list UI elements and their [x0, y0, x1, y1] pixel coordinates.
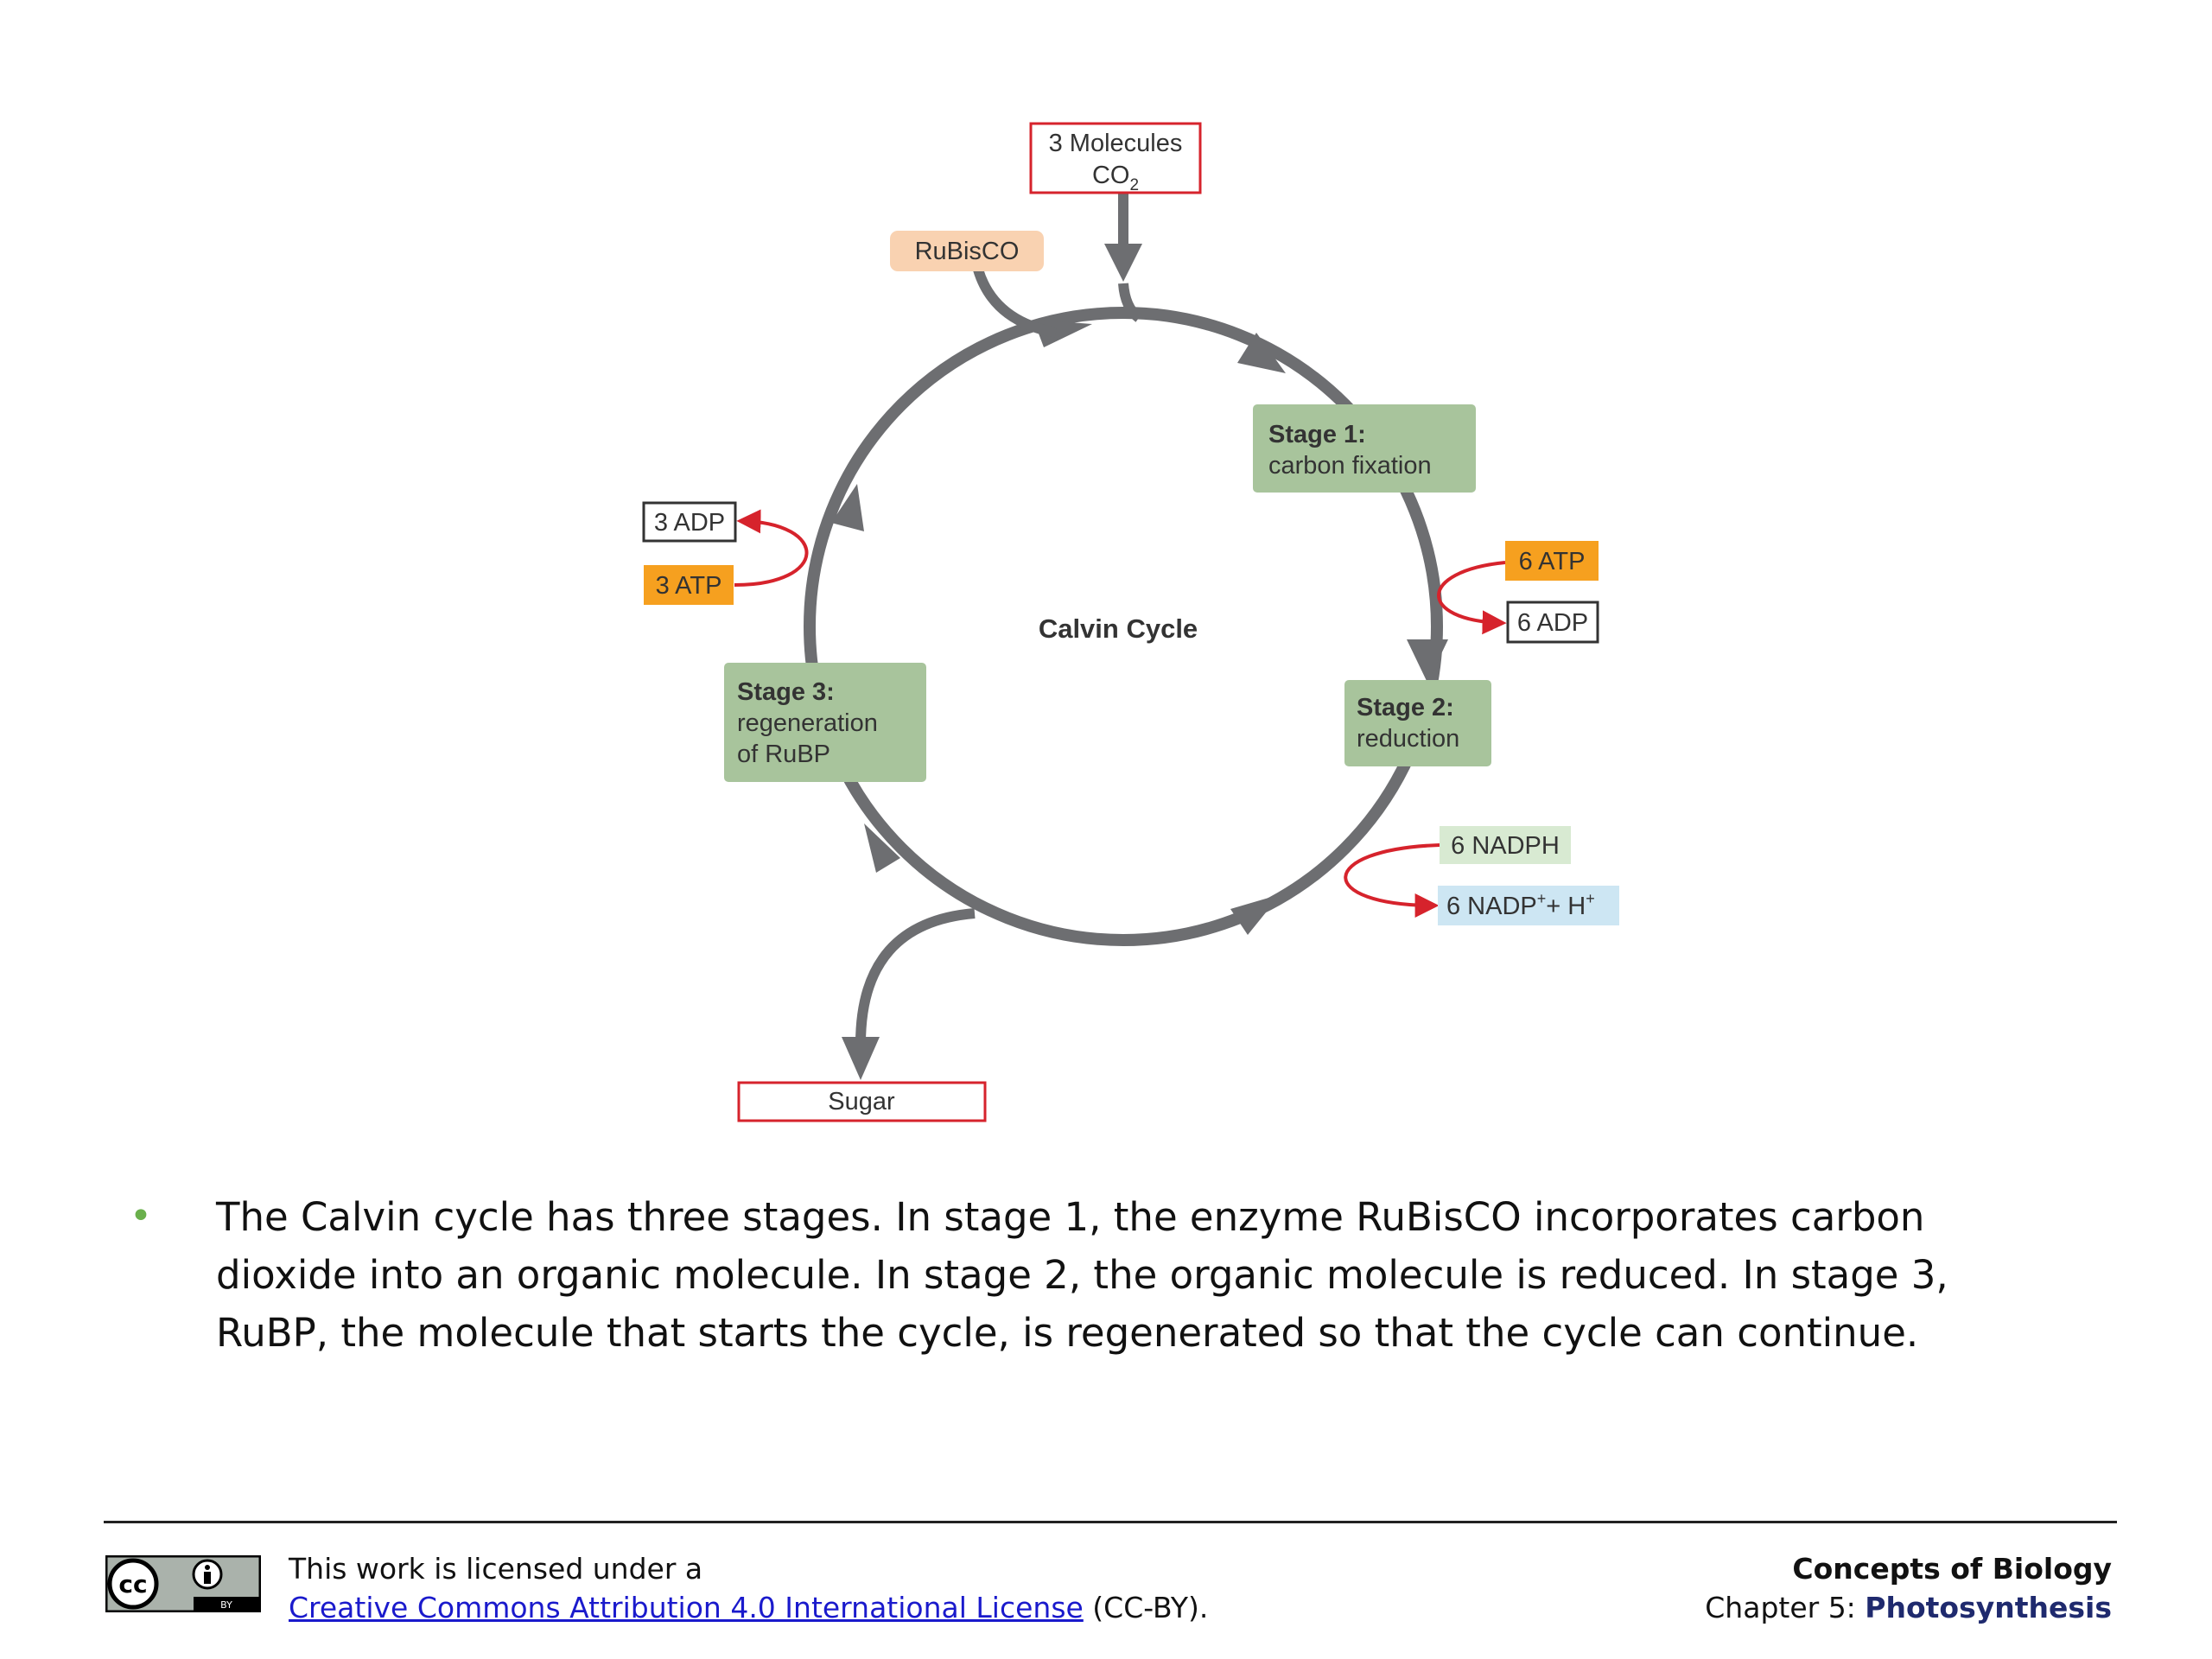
stage2-nadp-label: 6 NADP++ H+ [1446, 890, 1595, 920]
stage3-name: Stage 3: [737, 678, 835, 706]
bullet-point: • The Calvin cycle has three stages. In … [130, 1188, 2074, 1362]
stage3-atp-label: 3 ATP [656, 572, 722, 600]
cycle-arrowhead-top-right [1237, 333, 1286, 373]
stage1-name: Stage 1: [1268, 421, 1366, 448]
cycle-title: Calvin Cycle [1039, 613, 1198, 644]
cc-by-license-badge: cc BY [105, 1555, 261, 1612]
book-credit: Concepts of Biology Chapter 5: Photosynt… [1705, 1549, 2112, 1627]
stage2-nadph-arrow [1344, 843, 1440, 918]
stage3-desc-line1: regeneration [737, 709, 878, 737]
stage3-desc-line2: of RuBP [737, 741, 830, 768]
cycle-arrowhead-bottom-right [1230, 894, 1281, 935]
chapter-name: Photosynthesis [1865, 1591, 2112, 1624]
license-notice: This work is licensed under a Creative C… [289, 1549, 1208, 1627]
stage1-adp-label: 6 ADP [1517, 609, 1588, 637]
co2-junction [1118, 283, 1142, 322]
stage3-atp-box [644, 565, 734, 605]
stage2-desc: reduction [1357, 725, 1459, 753]
stage2-name: Stage 2: [1357, 694, 1454, 721]
stage2-box [1344, 680, 1491, 766]
stage1-box [1253, 404, 1476, 493]
bullet-marker: • [130, 1194, 152, 1238]
stage2-nadph-label: 6 NADPH [1451, 832, 1560, 860]
stage1-adp-box [1506, 601, 1599, 644]
stage3-adp-box [642, 501, 737, 543]
footer-divider [104, 1521, 2117, 1523]
co2-label-line2: CO2 [1092, 162, 1139, 194]
bullet-text: The Calvin cycle has three stages. In st… [216, 1194, 1948, 1356]
rubisco-box [890, 231, 1044, 271]
sugar-label: Sugar [828, 1088, 895, 1116]
chapter-prefix: Chapter 5: [1705, 1591, 1866, 1624]
license-suffix: (CC-BY). [1083, 1591, 1209, 1624]
license-line2: Creative Commons Attribution 4.0 Interna… [289, 1588, 1208, 1627]
stage2-nadph-box [1440, 826, 1571, 864]
calvin-cycle-diagram: 3 Molecules CO2 RuBisCO Stage 1: carbon … [642, 122, 1619, 1122]
stage1-atp-label: 6 ATP [1519, 548, 1586, 575]
stage1-atp-adp-arrow [1437, 561, 1507, 635]
stage3-adp-label: 3 ADP [654, 509, 725, 537]
book-title: Concepts of Biology [1792, 1552, 2112, 1586]
sugar-box [737, 1081, 987, 1122]
cc-icon: cc [107, 1558, 159, 1610]
stage1-desc: carbon fixation [1268, 452, 1432, 480]
co2-box [1029, 122, 1202, 194]
license-link[interactable]: Creative Commons Attribution 4.0 Interna… [289, 1591, 1084, 1624]
rubisco-arrow [973, 268, 1058, 338]
stage1-atp-box [1505, 541, 1599, 581]
sugar-output-arrowhead [842, 1037, 880, 1080]
license-line1: This work is licensed under a [289, 1552, 703, 1586]
svg-text:cc: cc [118, 1570, 147, 1599]
chapter-line: Chapter 5: Photosynthesis [1705, 1588, 2112, 1627]
cycle-arrowhead-left [831, 484, 864, 531]
stage3-atp-adp-arrow [734, 509, 809, 587]
cycle-arrowhead-bottom-left [864, 823, 900, 873]
cycle-ring [804, 307, 1443, 946]
stage3-box [724, 663, 926, 782]
attribution-person-icon [192, 1559, 223, 1590]
rubisco-label: RuBisCO [915, 238, 1020, 265]
stage2-nadp-box [1438, 886, 1619, 925]
co2-label-line1: 3 Molecules [1049, 130, 1183, 157]
sugar-output-arrow [855, 908, 976, 1045]
by-label: BY [220, 1599, 232, 1611]
cycle-arrowhead-right [1407, 639, 1448, 683]
co2-input-arrowhead [1104, 244, 1142, 282]
